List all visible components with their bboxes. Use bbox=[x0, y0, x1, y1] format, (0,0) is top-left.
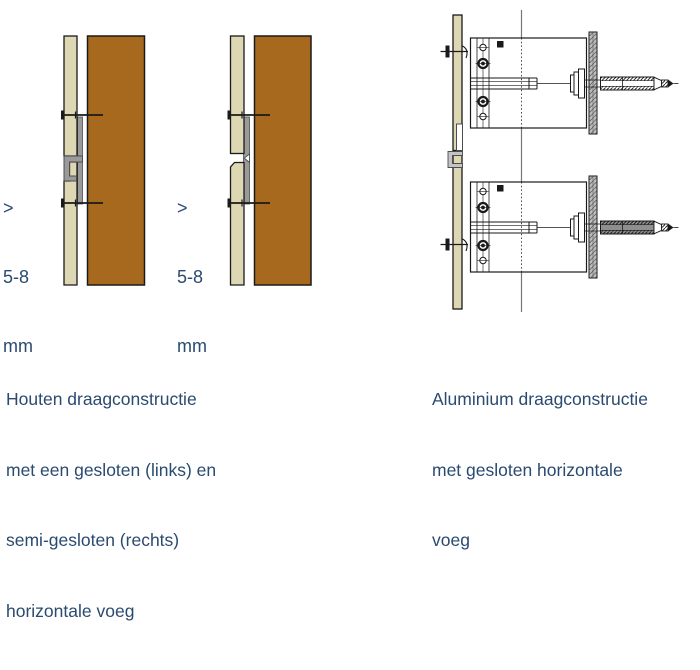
wood-stud bbox=[253, 35, 312, 286]
bolt-large-top bbox=[475, 201, 491, 214]
joint-width-label-right: > 5-8 mm bbox=[177, 151, 207, 404]
bolt-large-top bbox=[475, 57, 491, 70]
label-line: 5-8 bbox=[3, 267, 30, 287]
aluminium-draagconstructie-diagram bbox=[440, 10, 679, 312]
technical-drawing bbox=[61, 10, 679, 312]
bracket-assembly-bottom bbox=[469, 175, 679, 279]
adjustment-arm-slot bbox=[470, 77, 571, 90]
lower-cladding-panel bbox=[229, 161, 245, 286]
plug-tip bbox=[668, 79, 674, 88]
fastener-top bbox=[227, 110, 270, 120]
fastener-bottom bbox=[227, 198, 270, 208]
mullion-fastener-bottom bbox=[440, 237, 468, 252]
wall-anchor-plate bbox=[588, 31, 598, 135]
wall-section-semi-gesloten-voeg bbox=[227, 35, 312, 286]
mullion-lower bbox=[452, 151, 463, 310]
bolt-large-bottom bbox=[475, 95, 491, 108]
caption-wood-construction: Houten draagconstructie met een gesloten… bbox=[6, 341, 216, 670]
fastener-top bbox=[61, 110, 103, 120]
rivet-small-top bbox=[477, 187, 489, 196]
reference-square-marker bbox=[497, 41, 504, 48]
caption-line: met een gesloten (links) en bbox=[6, 459, 217, 480]
houten-draagconstructie-diagram bbox=[61, 35, 312, 286]
fastener-bottom bbox=[61, 198, 103, 208]
figure-canvas: > 5-8 mm > 5-8 mm Houten draagconstructi… bbox=[3, 10, 679, 621]
caption-line: horizontale voeg bbox=[6, 600, 135, 621]
caption-line: Houten draagconstructie bbox=[6, 389, 197, 409]
caption-aluminium-construction: Aluminium draagconstructie met gesloten … bbox=[432, 341, 648, 600]
semi-open-joint-chevron bbox=[243, 153, 250, 164]
reference-square-marker bbox=[497, 185, 504, 192]
label-line: mm bbox=[3, 336, 33, 356]
wall-anchor-plate bbox=[588, 175, 598, 279]
wall-section-gesloten-voeg bbox=[61, 35, 146, 286]
mullion-fastener-top bbox=[440, 44, 468, 59]
upper-cladding-panel bbox=[63, 35, 78, 157]
rivet-small-top bbox=[477, 43, 489, 52]
caption-line: semi-gesloten (rechts) bbox=[6, 530, 180, 550]
label-line: > bbox=[3, 198, 14, 218]
anchor-bolt-and-plug bbox=[570, 68, 679, 99]
closed-joint-profile bbox=[63, 155, 83, 182]
label-line: > bbox=[177, 198, 188, 218]
plug-tip bbox=[668, 223, 674, 232]
caption-line: Aluminium draagconstructie bbox=[432, 389, 648, 409]
label-line: 5-8 bbox=[177, 267, 204, 287]
rivet-small-bottom bbox=[477, 112, 489, 121]
adjustment-arm-slot bbox=[470, 221, 571, 234]
joint-width-label-left: > 5-8 mm bbox=[3, 151, 33, 404]
wood-stud bbox=[86, 35, 146, 286]
upper-cladding-panel bbox=[229, 35, 245, 155]
bolt-large-bottom bbox=[475, 239, 491, 252]
bracket-assembly-top bbox=[469, 31, 679, 135]
rivet-small-bottom bbox=[477, 256, 489, 265]
label-line: mm bbox=[177, 336, 207, 356]
anchor-bolt-and-plug bbox=[570, 212, 679, 243]
caption-line: met gesloten horizontale bbox=[432, 459, 623, 480]
splice-sleeve bbox=[456, 123, 463, 151]
caption-line: voeg bbox=[432, 530, 470, 550]
splice-channel bbox=[447, 151, 463, 168]
vertical-mullion-profile bbox=[440, 14, 468, 310]
